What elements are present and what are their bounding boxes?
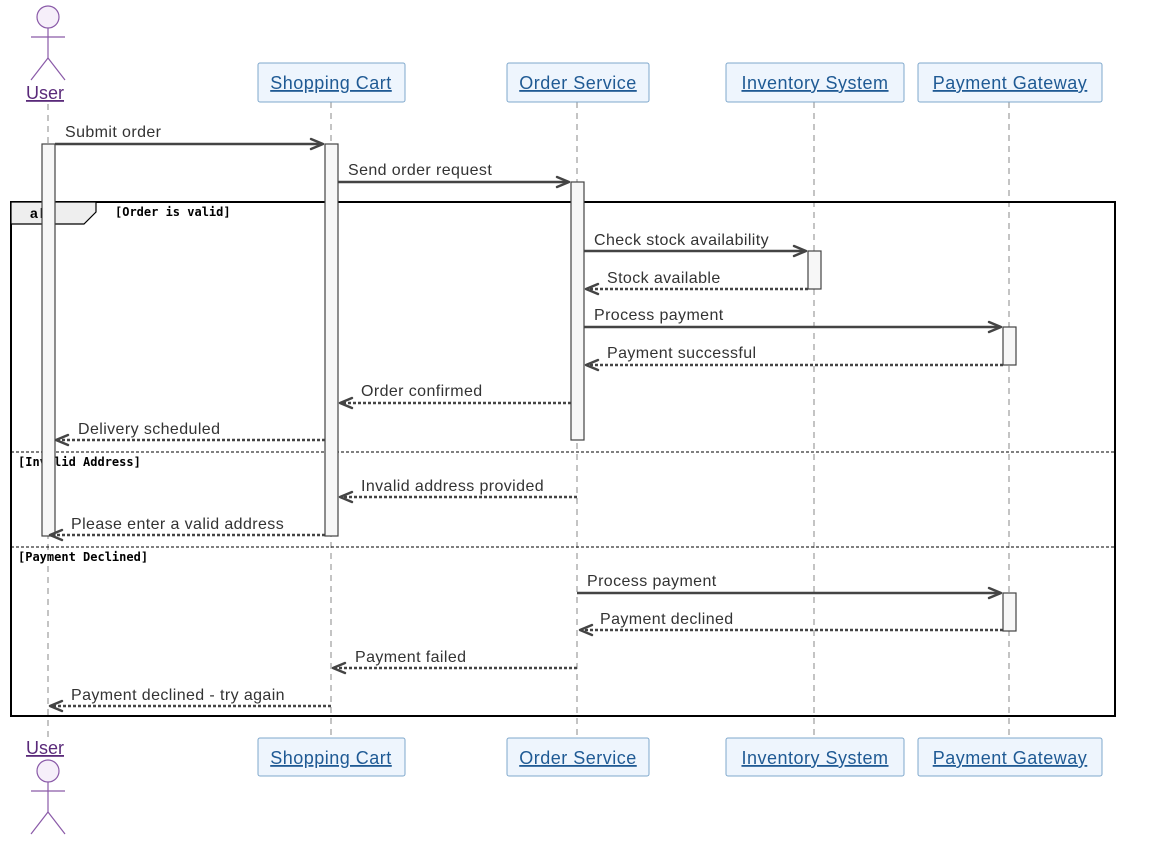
message-order-confirmed: Order confirmed	[338, 383, 571, 410]
activation-order-service	[570, 181, 585, 441]
arrowhead	[987, 320, 1003, 334]
activation-payment-gateway-2	[1002, 592, 1017, 632]
activation-payment-gateway-1	[1002, 326, 1017, 366]
activation-user	[41, 143, 56, 537]
message-process-payment-2: Process payment	[577, 573, 1003, 600]
guard-payment-declined: [Payment Declined]	[18, 550, 148, 564]
participant-shopping-cart-bottom: Shopping Cart	[257, 737, 406, 777]
message-payment-failed: Payment failed	[331, 649, 577, 675]
message-enter-valid-address: Please enter a valid address	[48, 516, 325, 542]
participant-label: Shopping Cart	[270, 748, 392, 768]
arrowhead	[584, 282, 600, 296]
actor-user-label: User	[26, 83, 64, 103]
participant-inventory-system-top: Inventory System	[725, 62, 905, 103]
arrowhead	[578, 623, 594, 637]
message-check-stock: Check stock availability	[584, 232, 808, 258]
participant-order-service-top: Order Service	[506, 62, 650, 103]
arrowhead	[338, 396, 354, 410]
participant-order-service-bottom: Order Service	[506, 737, 650, 777]
message-label: Payment successful	[607, 345, 756, 362]
participant-label: Inventory System	[741, 73, 888, 93]
alt-frame	[10, 201, 1116, 717]
arrowhead	[331, 661, 347, 675]
actor-user-bottom: User	[26, 738, 66, 835]
message-label: Delivery scheduled	[78, 421, 220, 438]
message-label: Please enter a valid address	[71, 516, 284, 533]
arrowhead	[555, 175, 571, 189]
actor-head	[36, 759, 60, 783]
message-payment-declined-try-again: Payment declined - try again	[48, 687, 331, 713]
message-invalid-address-provided: Invalid address provided	[338, 478, 577, 504]
message-label: Process payment	[587, 573, 717, 590]
actor-user-label: User	[26, 738, 64, 758]
arrowhead	[54, 433, 70, 447]
arrowhead	[48, 699, 64, 713]
message-label: Send order request	[348, 162, 492, 179]
message-label: Process payment	[594, 307, 724, 324]
arrowhead	[584, 358, 600, 372]
arrowhead	[309, 137, 325, 151]
guard-invalid-address: [Invalid Address]	[18, 455, 141, 469]
arrowhead	[792, 244, 808, 258]
arrowhead	[338, 490, 354, 504]
arrowhead	[987, 586, 1003, 600]
message-label: Stock available	[607, 270, 721, 287]
alt-fragment: alt [Order is valid] [Invalid Address] […	[10, 201, 1116, 717]
actor-user-top: User	[26, 5, 66, 103]
message-payment-declined: Payment declined	[578, 611, 1003, 637]
participant-shopping-cart-top: Shopping Cart	[257, 62, 406, 103]
activation-inventory-system	[807, 250, 822, 290]
participant-label: Order Service	[519, 73, 637, 93]
message-stock-available: Stock available	[584, 270, 808, 296]
participant-label: Inventory System	[741, 748, 888, 768]
participant-label: Payment Gateway	[933, 73, 1088, 93]
participant-payment-gateway-bottom: Payment Gateway	[917, 737, 1103, 777]
participant-inventory-system-bottom: Inventory System	[725, 737, 905, 777]
guard-order-valid: [Order is valid]	[115, 205, 231, 219]
message-payment-successful: Payment successful	[584, 345, 1003, 372]
message-label: Payment declined	[600, 611, 734, 628]
message-label: Order confirmed	[361, 383, 483, 400]
message-submit-order: Submit order	[55, 124, 325, 151]
participant-label: Order Service	[519, 748, 637, 768]
activation-shopping-cart	[324, 143, 339, 537]
message-label: Check stock availability	[594, 232, 769, 249]
participant-payment-gateway-top: Payment Gateway	[917, 62, 1103, 103]
message-label: Payment failed	[355, 649, 466, 666]
participant-label: Shopping Cart	[270, 73, 392, 93]
message-label: Submit order	[65, 124, 162, 141]
message-send-order-request: Send order request	[338, 162, 571, 189]
actor-head	[36, 5, 60, 29]
message-label: Invalid address provided	[361, 478, 544, 495]
message-delivery-scheduled: Delivery scheduled	[54, 421, 325, 447]
arrowhead	[48, 528, 64, 542]
message-process-payment-1: Process payment	[584, 307, 1003, 334]
participant-label: Payment Gateway	[933, 748, 1088, 768]
message-label: Payment declined - try again	[71, 687, 285, 704]
